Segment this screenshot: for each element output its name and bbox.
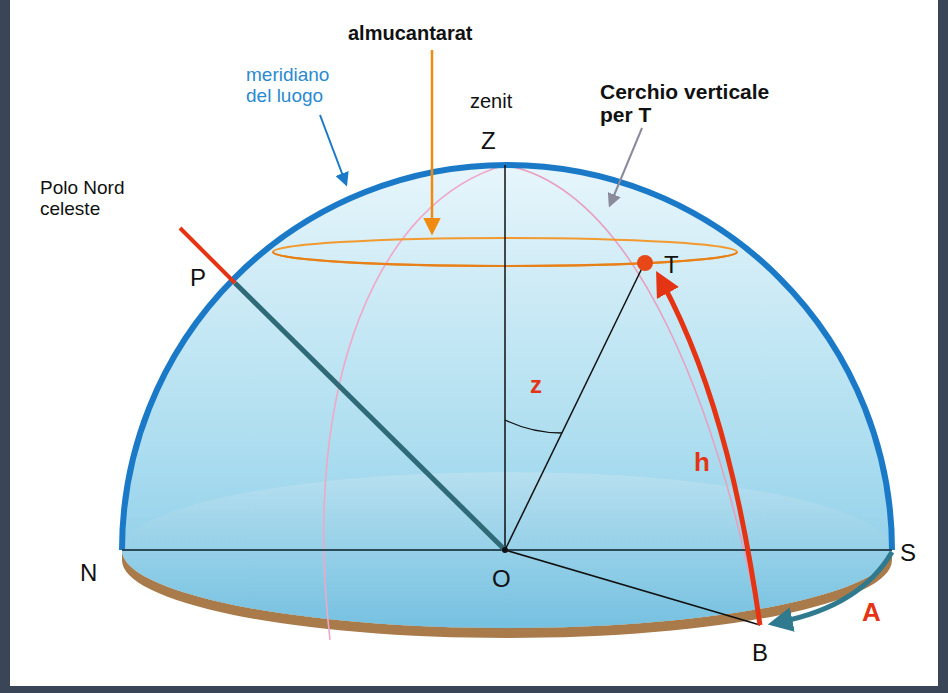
zenith-label: zenit bbox=[470, 90, 540, 112]
meridian-label: meridiano del luogo bbox=[246, 64, 356, 106]
pole-label: Polo Nord celeste bbox=[40, 177, 170, 219]
pole-letter: P bbox=[190, 265, 220, 291]
vertical-circle-label: Cerchio verticale per T bbox=[600, 80, 775, 126]
star-letter: T bbox=[664, 252, 694, 278]
foot-letter: B bbox=[752, 640, 782, 666]
almucantarat-label: almucantarat bbox=[348, 22, 548, 44]
zenith-angle: z bbox=[530, 372, 560, 398]
south-letter: S bbox=[900, 540, 930, 566]
altitude-letter: h bbox=[694, 448, 724, 476]
origin-letter: O bbox=[492, 566, 522, 592]
azimuth-letter: A bbox=[862, 598, 892, 626]
north-letter: N bbox=[80, 560, 110, 586]
zenith-letter: Z bbox=[481, 128, 511, 154]
